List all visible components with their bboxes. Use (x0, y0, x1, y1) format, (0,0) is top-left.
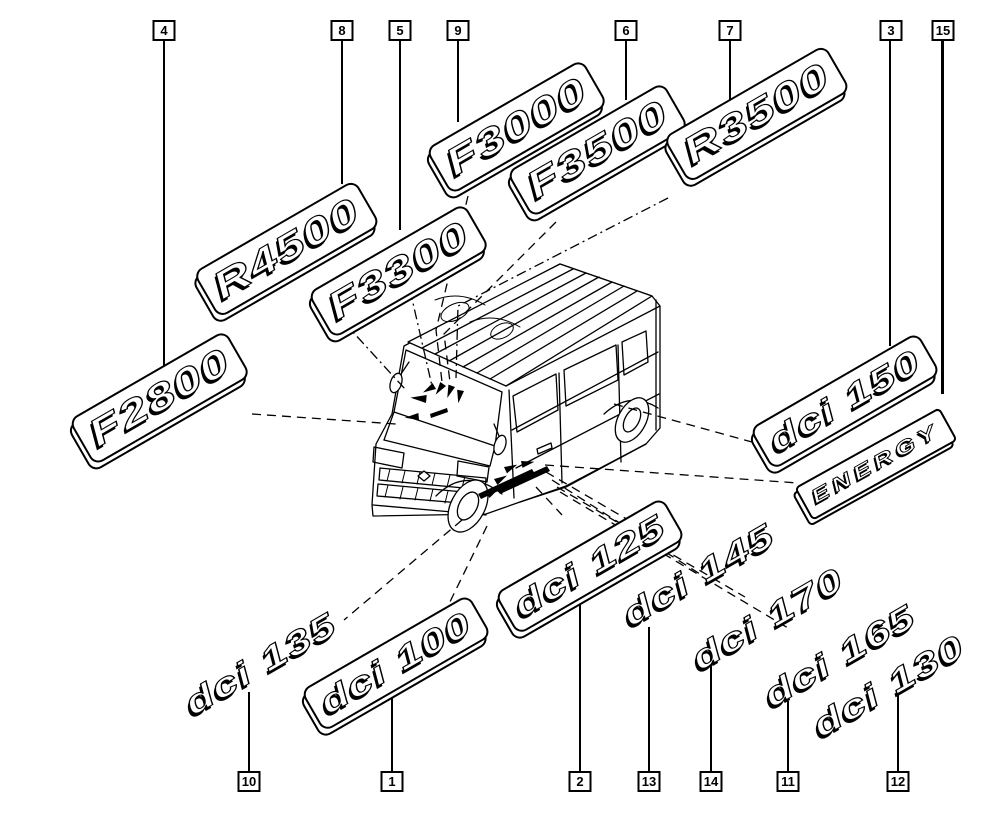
door-location-arrows (478, 461, 550, 499)
callout-label: 5 (396, 23, 404, 38)
leader-line (625, 38, 627, 100)
callout-label: 9 (454, 23, 462, 38)
callout-label: 1 (388, 774, 396, 789)
leader-line (248, 692, 250, 771)
callout-label: 8 (338, 23, 346, 38)
callout-2[interactable]: 2 (568, 771, 592, 792)
callout-13[interactable]: 13 (637, 771, 661, 792)
callout-label: 2 (576, 774, 584, 789)
callout-label: 11 (781, 774, 795, 789)
leader-line (787, 701, 789, 771)
callout-6[interactable]: 6 (614, 20, 638, 41)
callout-1[interactable]: 1 (380, 771, 404, 792)
callout-label: 10 (241, 774, 257, 789)
callout-9[interactable]: 9 (446, 20, 470, 41)
callout-label: 4 (160, 23, 168, 38)
leader-line (897, 690, 899, 771)
leader-line (729, 38, 731, 100)
leader-line (457, 38, 459, 122)
leader-line (341, 38, 343, 184)
van-drawing (371, 263, 661, 533)
callout-label: 13 (641, 774, 657, 789)
callout-3[interactable]: 3 (879, 20, 903, 41)
callout-11[interactable]: 11 (776, 771, 800, 792)
leader-line (163, 38, 165, 375)
hood-location-arrows (404, 381, 464, 420)
callout-12[interactable]: 12 (886, 771, 910, 792)
leader-line (710, 657, 712, 771)
callout-label: 7 (726, 23, 734, 38)
callout-label: 14 (703, 774, 719, 789)
callout-8[interactable]: 8 (330, 20, 354, 41)
leader-line (579, 593, 581, 771)
callout-7[interactable]: 7 (718, 20, 742, 41)
callout-14[interactable]: 14 (699, 771, 723, 792)
callout-10[interactable]: 10 (237, 771, 261, 792)
leader-line (391, 697, 393, 771)
callout-15[interactable]: 15 (931, 20, 955, 41)
callout-label: 15 (935, 23, 951, 38)
callout-label: 3 (887, 23, 895, 38)
callout-label: 12 (890, 774, 906, 789)
callout-5[interactable]: 5 (388, 20, 412, 41)
leader-line (399, 38, 401, 230)
callout-label: 6 (622, 23, 630, 38)
leader-line (941, 38, 944, 394)
callout-4[interactable]: 4 (152, 20, 176, 41)
leader-line (889, 38, 891, 346)
leader-line (648, 627, 650, 771)
